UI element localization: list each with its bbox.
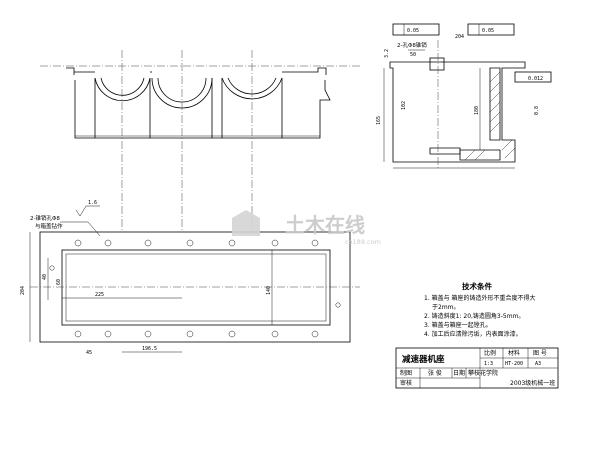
flatness-frame bbox=[392, 23, 440, 36]
perp-tol: 0.05 bbox=[482, 28, 494, 34]
tech-item-1: 1. 箱盖与 箱座的铸造外形不重合度不得大 bbox=[424, 294, 536, 302]
header-scale: 比例 bbox=[484, 349, 496, 357]
section-view: 0.05 0.05 3.2 2-孔Φ8锥销 204 50 180 bbox=[376, 23, 552, 170]
dim-bottom-dist: 196.5 bbox=[142, 346, 157, 352]
bearing-arc-3 bbox=[221, 77, 283, 100]
bearing-arc-2-inner bbox=[157, 77, 207, 103]
dim-height: 180 bbox=[474, 106, 480, 115]
tech-item-1b: 于2mm。 bbox=[432, 304, 460, 311]
inner-cavity bbox=[61, 249, 331, 326]
section-outline bbox=[389, 61, 526, 163]
front-left-flange bbox=[66, 67, 95, 75]
drawing-no-value: A3 bbox=[535, 361, 541, 367]
dim-top-width: 204 bbox=[455, 34, 464, 40]
dim-tol-side: 0.012 bbox=[528, 76, 543, 82]
roughness-top: 3.2 bbox=[384, 49, 390, 58]
tech-item-4: 4. 加工后应清除污垢，内表面涂漆。 bbox=[424, 330, 522, 338]
dim-center-dist: 225 bbox=[95, 292, 104, 298]
bearing-arc-1-inner bbox=[100, 77, 145, 96]
dim-side-rough: 0.8 bbox=[534, 106, 540, 115]
side-tol-frame bbox=[514, 71, 552, 83]
watermark: 土木在线 co188.com bbox=[232, 210, 381, 246]
pin-hole-subnote: 与箱盖钻作 bbox=[35, 222, 63, 230]
pin-hole-note: 2-锥销孔Φ8 bbox=[30, 214, 60, 222]
class-name: 2003级机械一班 bbox=[510, 379, 555, 387]
drain-boss bbox=[429, 147, 461, 155]
watermark-sub: co188.com bbox=[345, 238, 381, 246]
perp-frame bbox=[467, 23, 515, 36]
dim-offset-small: 60 bbox=[56, 279, 62, 285]
section-hatching bbox=[464, 71, 516, 161]
header-material: 材料 bbox=[508, 349, 520, 357]
school-name: 攀枝花学院 bbox=[468, 369, 498, 377]
tech-item-2: 2. 铸造斜度1: 20,铸造圆角3-5mm。 bbox=[424, 312, 524, 320]
section-boss bbox=[429, 57, 445, 71]
front-ribs bbox=[94, 78, 283, 138]
section-pin-note: 2-孔Φ8锥销 bbox=[397, 41, 427, 49]
drawn-by-label: 制图 bbox=[400, 369, 412, 377]
watermark-text: 土木在线 bbox=[285, 213, 365, 237]
tech-item-3: 3. 箱盖与箱座一起镗孔。 bbox=[424, 321, 492, 329]
review-label: 审核 bbox=[400, 379, 412, 387]
roughness-value: 1.6 bbox=[88, 200, 97, 206]
front-view bbox=[40, 50, 360, 230]
flatness-tol: 0.05 bbox=[407, 28, 419, 34]
material-value: HT-200 bbox=[505, 361, 523, 367]
bearing-arc-1 bbox=[94, 77, 151, 102]
dim-inner-left: 40 bbox=[42, 274, 48, 280]
title-block: 减速器机座 比例 材料 图 号 1:3 HT-200 A3 制图 张 俊 日期 … bbox=[395, 347, 559, 389]
dim-width-inner: 140 bbox=[266, 286, 272, 295]
drawn-by-value: 张 俊 bbox=[428, 369, 442, 377]
bolt-holes bbox=[49, 239, 341, 338]
front-right-flange bbox=[282, 67, 327, 75]
date-label: 日期 bbox=[453, 369, 465, 377]
section-base-flange bbox=[459, 149, 501, 161]
dim-flange: 102 bbox=[401, 101, 407, 110]
scale-value: 1:3 bbox=[484, 361, 493, 367]
tech-conditions: 技术条件 1. 箱盖与 箱座的铸造外形不重合度不得大 于2mm。 2. 铸造斜度… bbox=[424, 281, 536, 338]
section-wall bbox=[489, 67, 501, 141]
dim-width-total: 204 bbox=[20, 286, 26, 295]
dim-base-h: 165 bbox=[376, 116, 382, 125]
header-drawing-no: 图 号 bbox=[533, 350, 547, 357]
front-outline bbox=[74, 80, 331, 139]
top-view: 2-锥销孔Φ8 与箱盖钻作 1.6 204 140 225 196.5 40 6… bbox=[20, 200, 360, 356]
part-name: 减速器机座 bbox=[402, 354, 445, 365]
tech-heading: 技术条件 bbox=[462, 281, 492, 291]
dim-pitch: 50 bbox=[410, 52, 416, 58]
watermark-logo-icon bbox=[232, 210, 260, 236]
roughness-symbol bbox=[75, 205, 100, 217]
dim-hole-dist: 45 bbox=[86, 350, 92, 356]
